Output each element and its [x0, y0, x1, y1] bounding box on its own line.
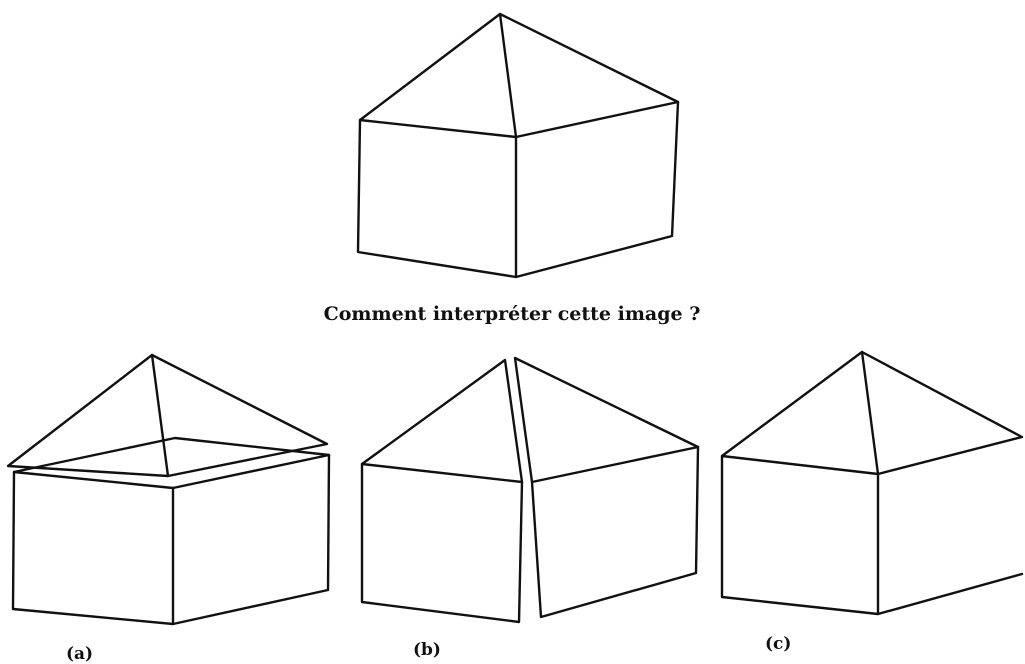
roof-outline	[358, 12, 680, 139]
interpretation-c	[720, 350, 1024, 616]
walls-outline	[356, 100, 680, 279]
box-a-outline	[11, 453, 331, 626]
half-b-left	[360, 358, 524, 624]
roof-c-outline	[720, 350, 1024, 476]
roof-ridge	[498, 12, 518, 139]
half-b-left-eave	[360, 462, 524, 484]
box-a-top	[12, 436, 331, 490]
ambiguous-house	[356, 12, 680, 279]
roof-a-outline	[6, 353, 329, 478]
roof-a-ridge	[150, 353, 170, 478]
roof-c-ridge	[860, 350, 880, 476]
label-b: (b)	[413, 640, 441, 660]
walls-c-outline	[720, 454, 1024, 616]
label-c: (c)	[765, 634, 792, 654]
half-b-right	[513, 356, 700, 619]
interpretation-a	[6, 353, 331, 626]
interpretation-b	[360, 356, 700, 624]
label-a: (a)	[66, 644, 94, 664]
question-caption: Comment interpréter cette image ?	[323, 303, 701, 325]
half-b-right-eave	[530, 445, 700, 484]
